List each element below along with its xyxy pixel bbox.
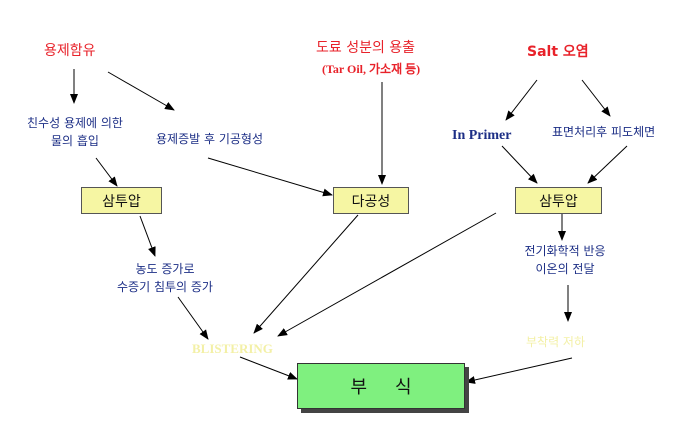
arrow-porosity-to-blistering [253, 214, 359, 334]
mechanism-in-primer: In Primer [452, 128, 512, 143]
effect-electro-line1: 전기화학적 반응 [524, 244, 606, 258]
box-corrosion: 부식 [297, 363, 465, 409]
mechanism-surface: 표면처리후 피도체면 [552, 125, 656, 139]
arrow-osmotic-right-to-blistering [277, 212, 497, 337]
effect-blistering: BLISTERING [192, 341, 273, 356]
arrow-solvent-to-evaporation [107, 71, 175, 111]
mechanism-hydrophilic-line1: 친수성 용제에 의한 [27, 116, 123, 130]
box-porosity: 다공성 [333, 187, 409, 214]
arrow-blistering-to-corrosion [239, 356, 298, 380]
source-paint: 도료 성분의 용출 [316, 40, 416, 56]
mechanism-hydrophilic: 친수성 용제에 의한 물의 흡입 [10, 114, 140, 150]
arrow-evaporation-to-porosity [207, 157, 333, 197]
effect-concentration: 농도 증가로 수증기 침투의 증가 [95, 260, 235, 296]
effect-electro-line2: 이온의 전달 [535, 262, 595, 276]
arrow-hydrophilic-to-osmotic [95, 157, 118, 187]
arrow-concentration-to-blistering [177, 296, 209, 340]
arrow-salt-to-surface [581, 79, 611, 117]
arrow-surface-to-osmotic [587, 145, 628, 184]
source-solvent: 용제함유 [44, 43, 96, 59]
effect-adhesion: 부착력 저하 [526, 335, 586, 349]
mechanism-evaporation: 용제증발 후 기공형성 [156, 132, 263, 146]
arrow-salt-to-primer [505, 79, 538, 121]
arrow-osmotic-left-to-concentration [139, 215, 156, 257]
box-osmotic-left: 삼투압 [81, 187, 162, 214]
effect-concentration-line1: 농도 증가로 [135, 262, 195, 276]
source-salt: Salt 오염 [527, 44, 589, 60]
effect-electrochemical: 전기화학적 반응 이온의 전달 [500, 242, 630, 278]
arrow-primer-to-osmotic [501, 145, 538, 184]
effect-concentration-line2: 수증기 침투의 증가 [117, 280, 213, 294]
box-corrosion-label: 부식 [350, 377, 440, 398]
box-osmotic-right: 삼투압 [515, 187, 602, 214]
mechanism-hydrophilic-line2: 물의 흡입 [51, 134, 99, 148]
source-paint-sub: (Tar Oil, 가소재 등) [322, 62, 421, 76]
arrow-adhesion-to-corrosion [465, 357, 573, 384]
